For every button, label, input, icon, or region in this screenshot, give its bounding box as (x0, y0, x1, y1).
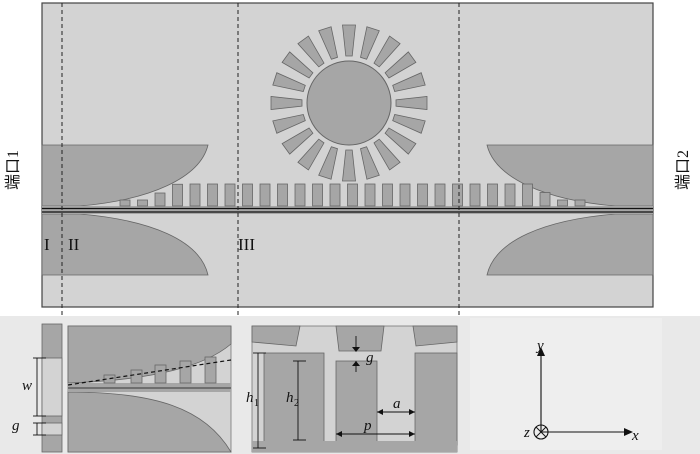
resonator-center-disk (306, 60, 392, 146)
right-lower-ground (486, 213, 654, 276)
region-dividers (61, 3, 460, 454)
groove-tooth (399, 183, 411, 207)
dim-h1: h (246, 390, 254, 406)
port2-label: 端口2 (674, 150, 692, 190)
groove-tooth (154, 192, 166, 207)
dim-w: w (22, 378, 32, 394)
taper-tooth (130, 369, 143, 384)
groove-tooth (487, 183, 498, 207)
dim-a: a (393, 396, 401, 412)
center-strip (42, 206, 653, 214)
resonator-spokes (270, 24, 428, 182)
groove-tooth (574, 199, 586, 207)
dim-h2: h (286, 390, 294, 406)
resonator-spoke (373, 138, 401, 171)
resonator-spoke (318, 146, 338, 180)
detail-taper-transition (67, 325, 232, 453)
resonator-spoke (360, 26, 380, 60)
dim-p: p (363, 418, 372, 434)
coordinate-axes: y x z (470, 318, 662, 450)
groove-tooth (312, 183, 323, 207)
resonator-spoke (384, 51, 417, 79)
resonator-spoke (281, 51, 314, 79)
region-label-iii: III (238, 235, 255, 254)
right-upper-ground (486, 144, 654, 207)
groove-tooth (119, 199, 131, 207)
resonator-spoke (272, 72, 306, 92)
dim-h2-subscript: 2 (294, 398, 299, 409)
resonator-spoke (395, 96, 428, 110)
groove-tooth (294, 183, 306, 207)
resonator-spoke (270, 96, 303, 110)
axis-y-label: y (535, 338, 544, 354)
groove-tooth (452, 183, 463, 207)
groove-tooth (539, 192, 551, 207)
resonator-spoke (281, 127, 314, 155)
groove-tooth (434, 183, 446, 207)
dim-g-left: g (12, 418, 20, 434)
resonator-spoke (373, 35, 401, 68)
groove-tooth (224, 183, 236, 207)
groove-tooth (522, 183, 533, 207)
taper-tooth (204, 356, 217, 384)
taper-tooth (154, 364, 167, 384)
resonator-spoke (297, 138, 325, 171)
circular-resonator (270, 24, 428, 182)
axis-z-label: z (523, 425, 530, 441)
groove-tooth (259, 183, 271, 207)
main-structure-panel: I II III (41, 2, 654, 308)
region-label-ii: II (68, 235, 80, 254)
resonator-spoke (342, 24, 356, 57)
dim-g-right: g (366, 350, 374, 366)
axis-x-label: x (631, 428, 639, 444)
resonator-spoke (272, 114, 306, 134)
groove-tooth (504, 183, 516, 207)
groove-tooth (417, 183, 428, 207)
left-lower-ground (41, 213, 209, 276)
resonator-spoke (384, 127, 417, 155)
groove-tooth (277, 183, 288, 207)
resonator-spoke (392, 72, 426, 92)
left-upper-ground (41, 144, 209, 207)
resonator-spoke (342, 149, 356, 182)
groove-tooth (242, 183, 253, 207)
resonator-spoke (392, 114, 426, 134)
groove-tooth (347, 183, 358, 207)
groove-tooth (382, 183, 393, 207)
resonator-spoke (318, 26, 338, 60)
groove-tooth (172, 183, 183, 207)
detail-feed-line: w g (12, 323, 63, 453)
detail-groove-cell: h 1 h 2 g a p (246, 325, 458, 453)
region-label-i: I (44, 235, 50, 254)
groove-tooth (557, 199, 568, 207)
groove-tooth (137, 199, 148, 207)
groove-tooth (469, 183, 481, 207)
resonator-spoke (360, 146, 380, 180)
groove-tooth (189, 183, 201, 207)
port1-label: 端口1 (4, 150, 22, 190)
groove-tooth (329, 183, 341, 207)
taper-tooth (179, 360, 192, 384)
groove-tooth (207, 183, 218, 207)
dim-h1-subscript: 1 (254, 398, 259, 409)
corrugated-teeth (119, 183, 586, 207)
resonator-spoke (297, 35, 325, 68)
groove-tooth (364, 183, 376, 207)
